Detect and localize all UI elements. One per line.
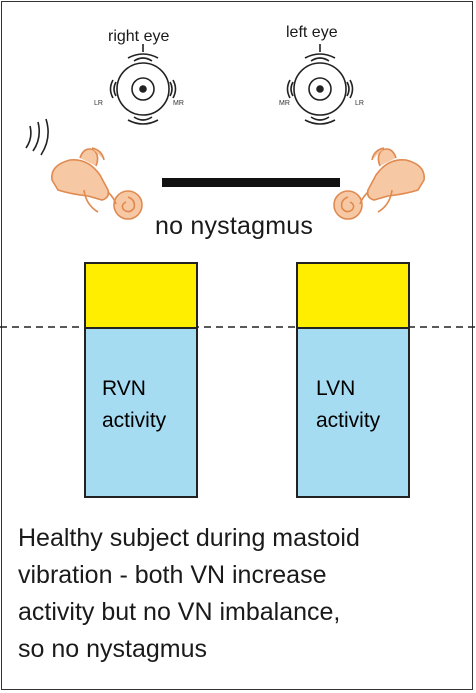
rvn-activity-box: RVN activity [84,327,198,498]
lvn-increase-box [296,262,410,329]
left-ear-icon [333,147,425,220]
right-eye-lr-label: LR [94,100,103,107]
right-eye-icon [109,44,177,125]
right-eye-mr-label: MR [173,100,184,107]
right-eye-label: right eye [108,28,170,45]
lvn-label: LVN [316,377,356,400]
right-ear-icon [51,147,143,220]
lvn-activity-box: LVN activity [296,327,410,498]
vibration-icon [25,118,49,156]
caption-line-4: so no nystagmus [18,635,207,663]
caption-line-1: Healthy subject during mastoid [18,524,360,552]
lvn-activity-label: activity [316,409,381,432]
caption-line-2: vibration - both VN increase [18,561,327,589]
balance-bar [162,178,340,187]
left-eye-label: left eye [286,24,338,41]
nystagmus-status: no nystagmus [155,212,314,240]
left-eye-icon [286,44,354,125]
rvn-activity-label: activity [102,409,167,432]
left-eye-mr-label: MR [279,100,290,107]
caption: Healthy subject during mastoid vibration… [18,520,468,668]
rvn-increase-box [84,262,198,329]
rvn-label: RVN [102,377,146,400]
caption-line-3: activity but no VN imbalance, [18,598,341,626]
left-eye-lr-label: LR [355,100,364,107]
